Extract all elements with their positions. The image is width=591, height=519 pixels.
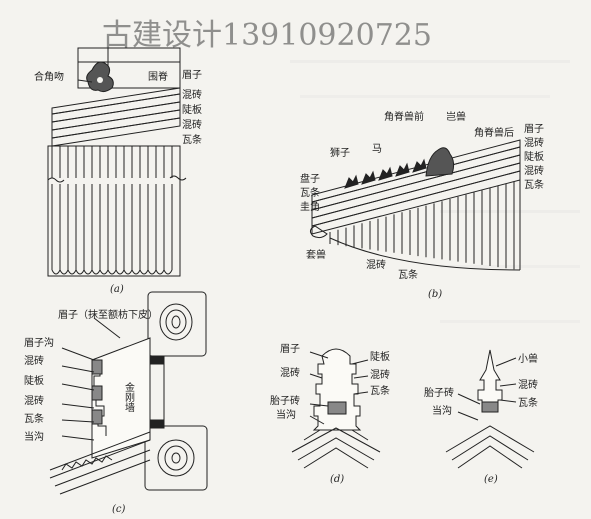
label-danggou-d: 当沟 bbox=[276, 408, 296, 421]
caption-d: (d) bbox=[330, 474, 344, 485]
label-leban-a: 陡板 bbox=[182, 103, 202, 116]
watermark-text: 古建设计13910920725 bbox=[102, 18, 432, 53]
label-watiao-b-left: 瓦条 bbox=[300, 186, 320, 199]
tile-columns-b bbox=[329, 181, 515, 270]
label-leban-b: 陡板 bbox=[524, 150, 544, 163]
label-meizi-d: 眉子 bbox=[280, 343, 300, 355]
figure-b: 角脊兽前 岂兽 角脊兽后 狮子 马 眉子 混砖 陡板 混砖 瓦条 盘子 瓦条 圭… bbox=[300, 110, 544, 300]
label-hunzhuan1-b: 混砖 bbox=[524, 136, 544, 149]
label-taizizhuan-d: 胎子砖 bbox=[270, 394, 300, 407]
label-danggou-c: 当沟 bbox=[24, 430, 44, 443]
roof-slope-c bbox=[49, 431, 151, 495]
label-weiji: 围脊 bbox=[148, 70, 168, 83]
caption-b: (b) bbox=[428, 289, 442, 300]
label-meizi-b: 眉子 bbox=[524, 123, 544, 135]
caption-c: (c) bbox=[112, 504, 126, 515]
label-ma: 马 bbox=[372, 143, 382, 155]
figure-e: 小兽 混砖 胎子砖 瓦条 当沟 (e) bbox=[424, 349, 538, 485]
label-hunzhuan-d-left: 混砖 bbox=[280, 366, 300, 379]
beam-upper bbox=[147, 291, 207, 357]
label-hunzhuan-b-bottom: 混砖 bbox=[366, 258, 386, 271]
label-hejiaowu: 合角吻 bbox=[34, 70, 64, 83]
label-meizigou: 眉子沟 bbox=[24, 336, 54, 349]
label-watiao-c: 瓦条 bbox=[24, 412, 44, 425]
caption-a: (a) bbox=[110, 284, 124, 295]
label-xiaoshou: 小兽 bbox=[518, 352, 538, 365]
label-shizi: 狮子 bbox=[330, 146, 350, 159]
ridge-beast-figurines bbox=[344, 147, 455, 189]
label-watiao-b-right: 瓦条 bbox=[524, 178, 544, 191]
label-meizi-c: 眉子（抹至额枋下皮） bbox=[58, 308, 158, 321]
label-hunzhuan2-a: 混砖 bbox=[182, 118, 202, 131]
label-jiaojishouqian: 角脊兽前 bbox=[384, 110, 424, 123]
label-watiao-a: 瓦条 bbox=[182, 133, 202, 146]
label-hunzhuan1-a: 混砖 bbox=[182, 88, 202, 101]
background-ghost-text bbox=[290, 60, 580, 323]
label-hunzhuan1-c: 混砖 bbox=[24, 354, 44, 367]
ridge-layers-a bbox=[51, 87, 181, 147]
label-leban-c: 陡板 bbox=[24, 374, 44, 387]
tile-columns-a-upper bbox=[51, 146, 173, 178]
label-meizi-a: 眉子 bbox=[182, 69, 202, 81]
label-taizizhuan-e: 胎子砖 bbox=[424, 386, 454, 399]
label-hunzhuan2-b: 混砖 bbox=[524, 164, 544, 177]
label-guijiao: 圭角 bbox=[300, 200, 320, 213]
label-hunzhuan-d-right: 混砖 bbox=[370, 368, 390, 381]
label-watiao-e: 瓦条 bbox=[518, 396, 538, 409]
hejiaowu-ornament bbox=[86, 61, 114, 93]
label-hunzhuan2-c: 混砖 bbox=[24, 394, 44, 407]
label-watiao-d: 瓦条 bbox=[370, 384, 390, 397]
figure-c: 眉子（抹至额枋下皮） 眉子沟 混砖 陡板 混砖 瓦条 当沟 金刚墙 (c) bbox=[24, 291, 208, 515]
label-leban-d: 陡板 bbox=[370, 350, 390, 363]
label-hunzhuan-e: 混砖 bbox=[518, 378, 538, 391]
figure-d: 眉子 陡板 混砖 混砖 胎子砖 瓦条 当沟 (d) bbox=[270, 343, 390, 485]
caption-e: (e) bbox=[484, 474, 498, 485]
label-panzi: 盘子 bbox=[300, 172, 320, 185]
label-xianren: 岂兽 bbox=[446, 110, 466, 123]
label-jiaojishouhou: 角脊兽后 bbox=[474, 126, 514, 139]
beam-lower bbox=[144, 425, 208, 491]
label-watiao-b-bottom: 瓦条 bbox=[398, 268, 418, 281]
wall-profile-c bbox=[91, 337, 151, 459]
figure-a: 合角吻 围脊 眉子 混砖 陡板 混砖 瓦条 (a) bbox=[34, 47, 202, 295]
label-jingangqiang: 金刚墙 bbox=[123, 381, 135, 413]
label-danggou-e: 当沟 bbox=[432, 404, 452, 417]
label-taoshou: 套兽 bbox=[306, 248, 326, 261]
tile-columns-a-lower bbox=[51, 184, 173, 275]
